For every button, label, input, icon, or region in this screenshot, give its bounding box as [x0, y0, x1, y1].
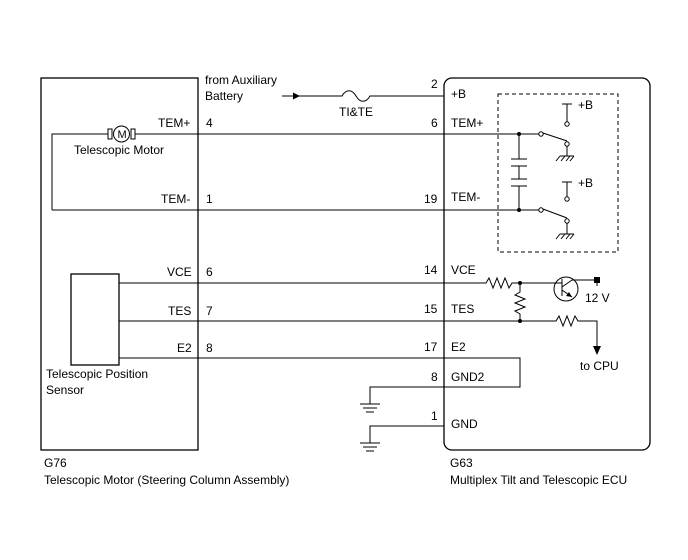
sensor-label-line1: Telescopic Position — [46, 367, 148, 381]
left-pin-num-4: 4 — [206, 116, 213, 130]
relay-supply-lower: +B — [578, 176, 593, 190]
transistor-icon — [553, 276, 598, 302]
sensor-label-line2: Sensor — [46, 383, 84, 397]
left-pin-num-6: 6 — [206, 265, 213, 279]
gnd2-wire — [369, 386, 444, 404]
right-pin-num-15: 15 — [424, 302, 438, 316]
position-sensor-block — [70, 273, 120, 366]
relay-supply-upper: +B — [578, 98, 593, 112]
left-pin-num-8: 8 — [206, 341, 213, 355]
left-pin-name-tem-plus: TEM+ — [158, 116, 190, 130]
left-pin-name-e2: E2 — [177, 341, 192, 355]
relay-switch-upper-icon — [538, 103, 575, 162]
relay-dashed-box — [497, 93, 619, 253]
right-pin-name-gnd: GND — [451, 417, 478, 431]
tes-resistor-icon — [444, 314, 598, 348]
left-pin-num-1: 1 — [206, 192, 213, 206]
left-component-name: Telescopic Motor (Steering Column Assemb… — [44, 473, 289, 487]
supply-terminal-icon — [594, 277, 600, 283]
relay-contact-lower — [564, 218, 570, 224]
power-source-line1: from Auxiliary — [205, 73, 277, 87]
left-pin-name-tes: TES — [168, 304, 191, 318]
right-pin-num-6: 6 — [431, 116, 438, 130]
right-pin-name-vce: VCE — [451, 263, 476, 277]
motor-loop-wire — [51, 133, 108, 210]
left-pin-num-7: 7 — [206, 304, 213, 318]
pullup-resistor-icon — [513, 283, 527, 321]
right-pin-name-gnd2: GND2 — [451, 370, 485, 384]
ecu-e2-gnd2-line — [444, 357, 521, 388]
right-pin-num-17: 17 — [424, 340, 438, 354]
fuse-label: TI&TE — [339, 105, 373, 119]
power-source-line2: Battery — [205, 89, 243, 103]
telescopic-motor-assembly-box — [40, 77, 199, 451]
ground-icon-gnd — [360, 442, 380, 452]
cpu-arrow-icon — [593, 346, 601, 355]
power-wire — [282, 90, 444, 102]
ecu-box — [443, 77, 651, 451]
capacitor-icon — [511, 134, 527, 210]
left-component-code: G76 — [44, 456, 67, 470]
vce-resistor-icon — [444, 276, 556, 290]
right-component-name: Multiplex Tilt and Telescopic ECU — [450, 473, 627, 487]
right-pin-name-tem-plus: TEM+ — [451, 116, 483, 130]
right-pin-num-8: 8 — [431, 370, 438, 384]
relay-contact-upper — [564, 141, 570, 147]
right-pin-num-19: 19 — [424, 192, 438, 206]
ground-icon-gnd2 — [360, 403, 380, 413]
right-pin-name-tem-minus: TEM- — [451, 190, 480, 204]
left-pin-name-vce: VCE — [167, 265, 192, 279]
left-pin-name-tem-minus: TEM- — [161, 192, 190, 206]
right-pin-num-2: 2 — [431, 77, 438, 91]
gnd-wire — [369, 425, 444, 443]
cpu-label: to CPU — [580, 359, 619, 373]
relay-switch-lower-icon — [538, 181, 575, 240]
right-pin-name-e2: E2 — [451, 340, 466, 354]
right-component-code: G63 — [450, 456, 473, 470]
motor-symbol-letter: M — [118, 129, 127, 141]
supply-voltage-label: 12 V — [585, 291, 610, 305]
right-pin-num-1: 1 — [431, 409, 438, 423]
right-pin-num-14: 14 — [424, 263, 438, 277]
right-pin-name-b: +B — [451, 87, 466, 101]
right-pin-name-tes: TES — [451, 302, 474, 316]
power-arrow-icon — [293, 92, 300, 100]
motor-label: Telescopic Motor — [74, 143, 164, 157]
